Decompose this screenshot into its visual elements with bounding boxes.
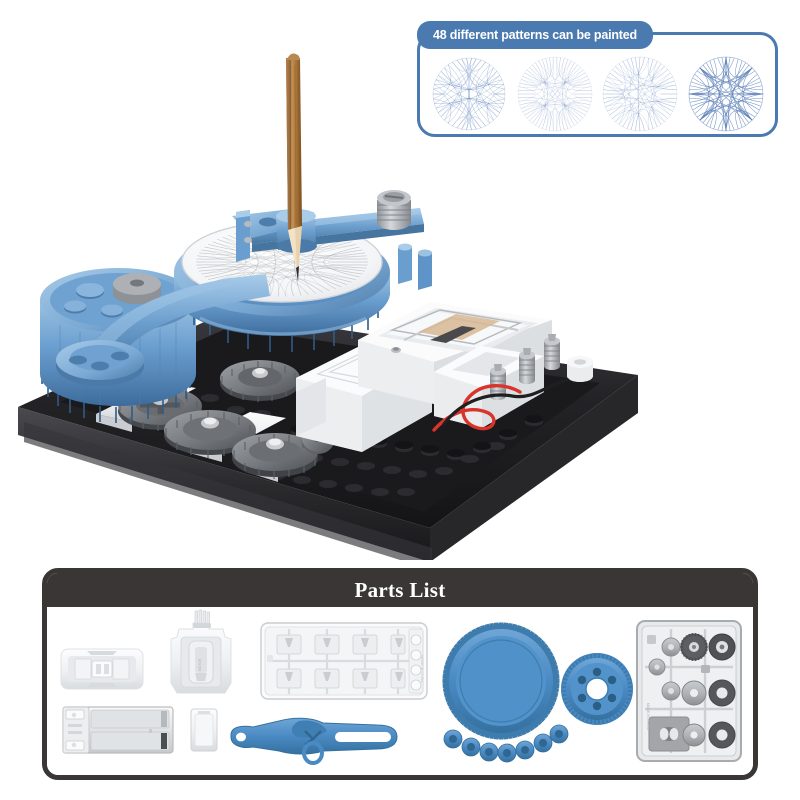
part-motor-module: MOTOR [170, 609, 232, 694]
pattern-samples-row [420, 51, 775, 137]
spirograph-pattern-2 [517, 56, 592, 132]
gear-train [118, 360, 335, 479]
part-large-blue-gear [442, 622, 569, 763]
sprue-gears-col3 [708, 633, 736, 749]
pattern-banner-label: 48 different patterns can be painted [417, 21, 653, 49]
svg-text:MADE IN CHINA: MADE IN CHINA [646, 703, 650, 731]
part-white-sprue: MADE IN CHINA [260, 622, 428, 700]
wires [432, 378, 570, 432]
gear-shaft-cap [113, 273, 161, 304]
white-post [567, 356, 593, 382]
parts-list-panel: Parts List [42, 568, 758, 780]
part-battery-holder [62, 706, 174, 754]
thumb-screw [377, 190, 411, 230]
part-gray-sprue: MADE IN CHINA [636, 620, 742, 762]
gear-d [232, 433, 318, 479]
parts-list-title: Parts List [354, 577, 446, 602]
svg-text:MOTOR: MOTOR [198, 658, 202, 671]
spirograph-pattern-1 [432, 57, 506, 131]
spirograph-pattern-4 [688, 56, 764, 132]
pattern-banner: 48 different patterns can be painted [417, 21, 778, 137]
sprue-gears-col2 [680, 633, 710, 747]
parts-list-header: Parts List [47, 573, 753, 607]
part-switch-module [60, 648, 144, 690]
spirograph-pattern-3 [603, 56, 678, 132]
part-small-white-bracket [190, 708, 218, 752]
pencil [286, 53, 302, 282]
terminal-post-2 [519, 348, 535, 384]
sprue-gears-col1: MADE IN CHINA [646, 635, 690, 752]
part-blue-arm [230, 717, 398, 765]
product-photo: MOTOR [0, 40, 680, 570]
gear-a [220, 360, 300, 402]
motor-module: MOTOR [296, 344, 432, 452]
terminal-post-3 [544, 334, 560, 370]
parts-list-body: MOTOR [47, 607, 753, 775]
part-blue-pin-strip [443, 724, 569, 763]
part-medium-blue-gear [561, 653, 633, 725]
svg-text:MADE IN CHINA: MADE IN CHINA [420, 655, 424, 683]
arm-posts [398, 243, 432, 290]
